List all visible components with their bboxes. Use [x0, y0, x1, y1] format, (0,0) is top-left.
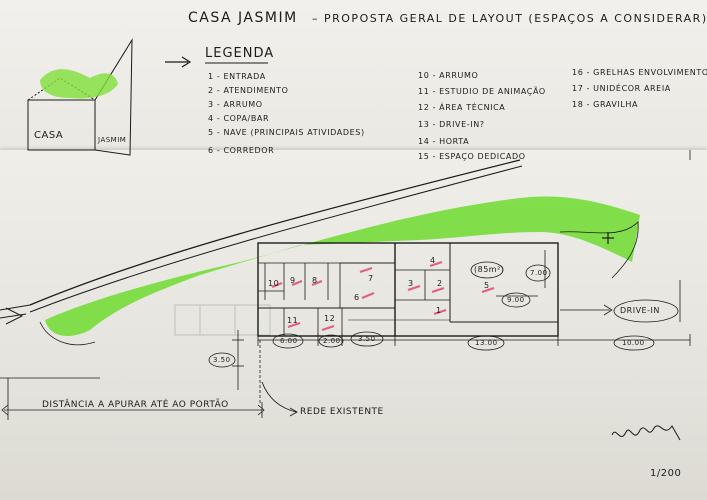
legend-item: 17 - UNIDÉCOR AREIA: [572, 84, 671, 93]
drive-in-label: DRIVE-IN: [620, 306, 660, 315]
room-label: 5: [484, 281, 490, 290]
room-label: 6: [354, 293, 360, 302]
distance-note: DISTÂNCIA A APURAR ATÉ AO PORTÃO: [42, 400, 229, 410]
dimension-label: 9.00: [507, 296, 525, 304]
rede-arrow-icon: [261, 381, 297, 413]
room-label: 7: [368, 274, 374, 283]
room-label: 9: [290, 276, 296, 285]
legend-item: 12 - ÁREA TÉCNICA: [418, 103, 506, 112]
faint-underlay-plan: [174, 304, 271, 336]
legend-item: 14 - HORTA: [418, 137, 470, 146]
casa-box: [27, 99, 96, 151]
legend-item: 3 - ARRUMO: [208, 100, 263, 109]
casa-label: CASA: [34, 130, 64, 141]
dimension-label: 6.00: [280, 337, 298, 345]
legend-item: 13 - DRIVE-IN?: [418, 120, 485, 129]
room-label: 4: [430, 256, 436, 265]
legend-item: 15 - ESPAÇO DEDICADO: [418, 152, 526, 161]
page-subtitle: – PROPOSTA GERAL DE LAYOUT (ESPAÇOS A CO…: [312, 12, 707, 25]
building-plan: [257, 242, 559, 337]
vegetation-outline: [39, 321, 96, 346]
building-outline: [257, 242, 559, 337]
room-label: 2: [437, 279, 443, 288]
jasmim-label: JASMIM: [98, 136, 127, 144]
arrow-icon: [165, 56, 192, 68]
dimension-label: 10.00: [622, 339, 645, 347]
legend-item: 16 - GRELHAS ENVOLVIMENTO: [572, 68, 707, 77]
road-lines: [0, 159, 523, 325]
legend-item: 4 - COPA/BAR: [208, 114, 270, 123]
room-label: 1: [436, 306, 442, 315]
top-paper-layer: [0, 0, 707, 160]
room-label: 10: [268, 279, 280, 288]
dimension-label: 2.00: [323, 337, 341, 345]
legend-item: 11 - ESTUDIO DE ANIMAÇÃO: [418, 87, 546, 96]
dimension-ovals: [208, 261, 679, 368]
area-note: (85m²): [474, 265, 505, 274]
dimension-label: 13.00: [475, 339, 498, 347]
legend-item: 6 - CORREDOR: [208, 146, 275, 155]
room-label: 12: [324, 314, 336, 323]
legend-item: 1 - ENTRADA: [208, 72, 266, 81]
rede-existente-label: REDE EXISTENTE: [300, 407, 384, 417]
legend-item: 2 - ATENDIMENTO: [208, 86, 289, 95]
perspective-sketch: [27, 38, 133, 156]
pink-highlights: [271, 260, 495, 332]
green-tree-sketch: [40, 69, 118, 99]
page-title: CASA JASMIM: [188, 10, 298, 26]
jasmim-box: [94, 38, 133, 156]
legend-item: 18 - GRAVILHA: [572, 100, 639, 109]
dimension-label: 3.50: [213, 356, 231, 364]
dimension-label: 3.50: [358, 335, 376, 343]
legend-item: 10 - ARRUMO: [418, 71, 479, 80]
signature: [611, 425, 681, 441]
room-label: 3: [408, 279, 414, 288]
vegetation-outline-right: [559, 221, 639, 279]
legend-item: 5 - NAVE (PRINCIPAIS ATIVIDADES): [208, 128, 365, 137]
dimension-lines: [0, 150, 691, 420]
green-vegetation: [45, 196, 640, 336]
room-label: 11: [287, 316, 299, 325]
legend-heading: LEGENDA: [205, 46, 275, 61]
scale-label: 1/200: [650, 468, 682, 479]
dimension-label: 7.00: [530, 269, 548, 277]
room-label: 8: [312, 276, 318, 285]
